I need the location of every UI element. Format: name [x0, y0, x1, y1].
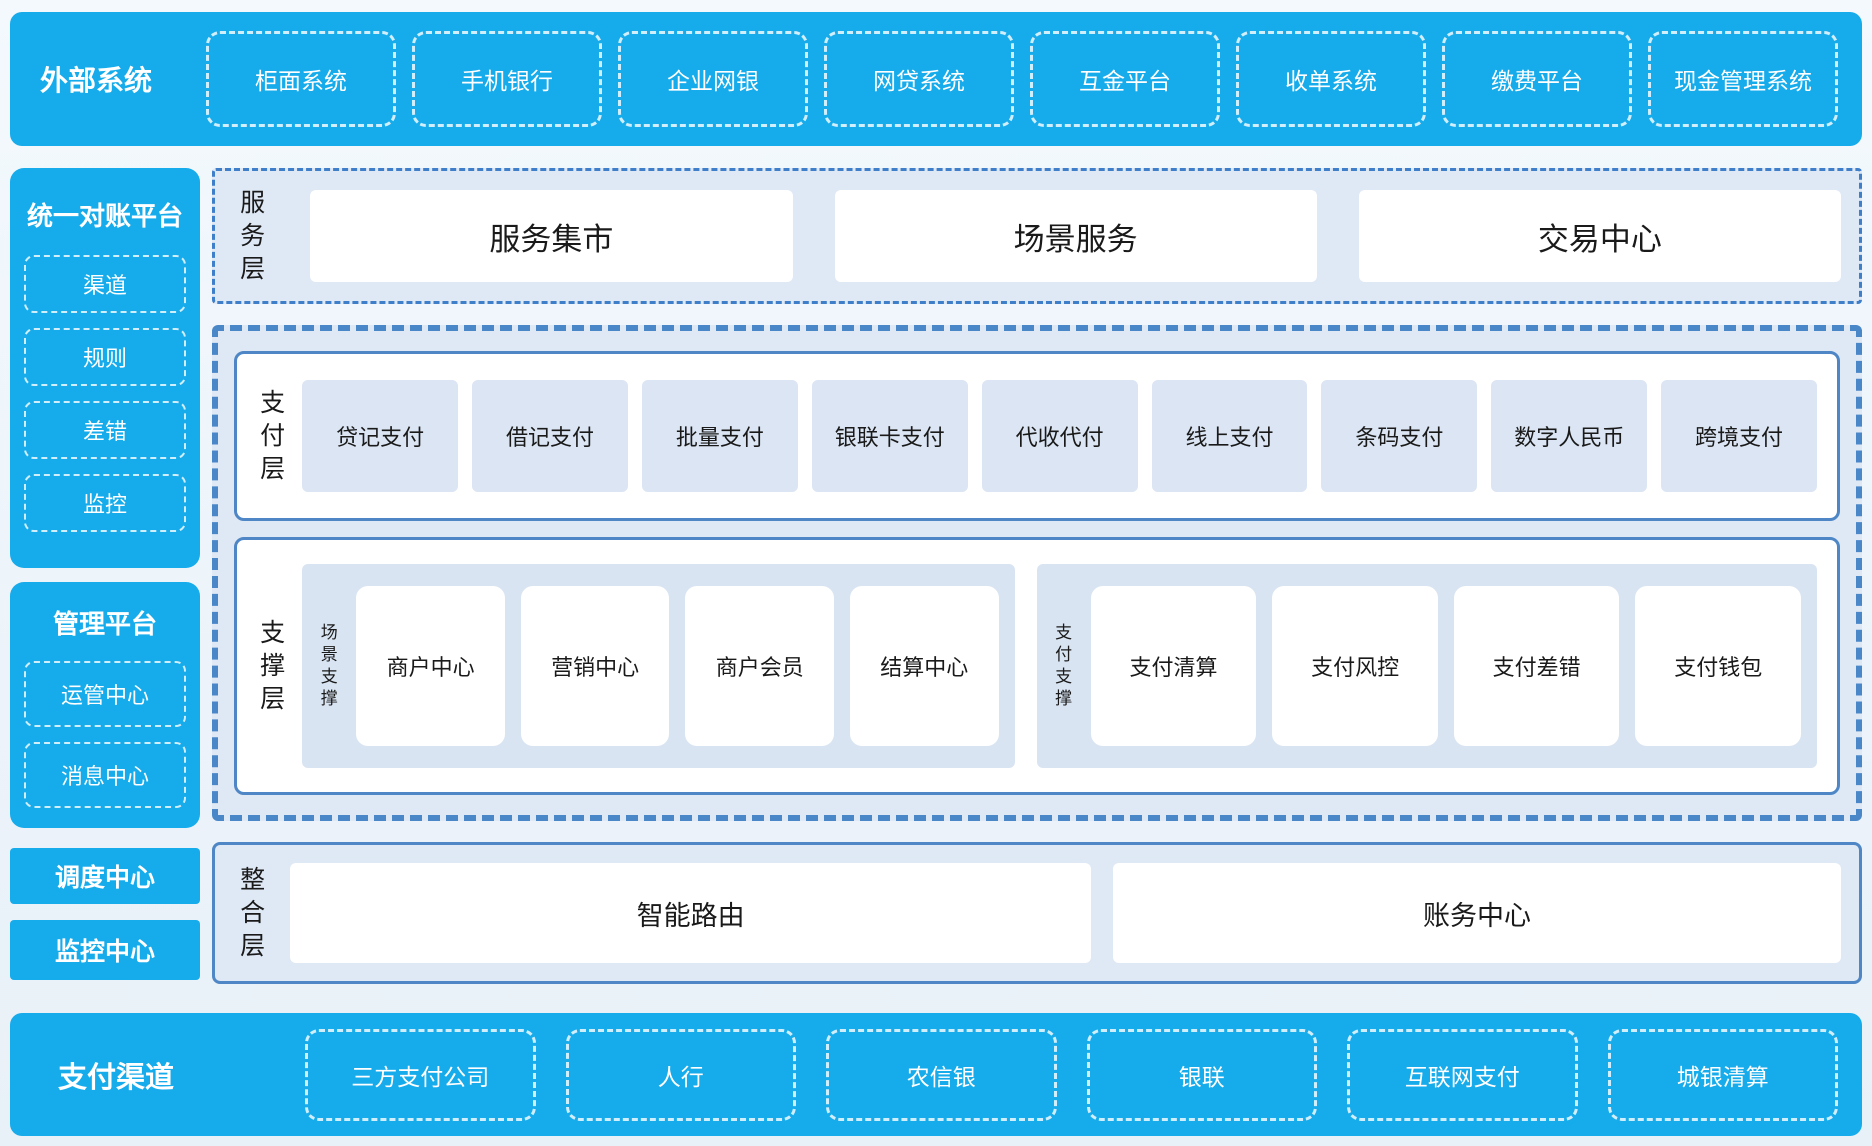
payment-layer-panel: 支付层 贷记支付 借记支付 批量支付 银联卡支付 代收代付 线上支付 条码支付 …	[234, 351, 1840, 521]
core-dashed-container: 支付层 贷记支付 借记支付 批量支付 银联卡支付 代收代付 线上支付 条码支付 …	[212, 325, 1862, 821]
payment-items-row: 贷记支付 借记支付 批量支付 银联卡支付 代收代付 线上支付 条码支付 数字人民…	[302, 380, 1817, 492]
reconcile-platform-title: 统一对账平台	[26, 201, 183, 231]
dispatch-center-block: 调度中心	[10, 848, 200, 904]
reconcile-item: 渠道	[24, 255, 186, 313]
support-box: 商户会员	[685, 586, 835, 746]
payment-item: 贷记支付	[302, 380, 459, 492]
integration-box: 账务中心	[1113, 863, 1841, 963]
payment-support-label: 支付支撑	[1055, 622, 1073, 709]
service-box: 服务集市	[310, 190, 793, 282]
integration-layer-label: 整合层	[240, 865, 266, 960]
payment-channels-bar: 支付渠道 三方支付公司 人行 农信银 银联 互联网支付 城银清算	[10, 1013, 1862, 1136]
external-system-item: 网贷系统	[824, 31, 1014, 127]
service-box: 交易中心	[1358, 190, 1841, 282]
support-box: 支付风控	[1272, 586, 1438, 746]
payment-item: 线上支付	[1151, 380, 1308, 492]
reconcile-item: 规则	[24, 328, 186, 386]
payment-support-group: 支付支撑 支付清算 支付风控 支付差错 支付钱包	[1036, 564, 1817, 768]
service-layer-label: 服务层	[240, 188, 266, 283]
external-systems-bar: 外部系统 柜面系统 手机银行 企业网银 网贷系统 互金平台 收单系统 缴费平台 …	[10, 12, 1862, 146]
reconcile-item: 差错	[24, 401, 186, 459]
external-system-item: 企业网银	[618, 31, 808, 127]
service-layer-panel: 服务层 服务集市 场景服务 交易中心	[212, 168, 1862, 304]
integration-layer-panel: 整合层 智能路由 账务中心	[212, 842, 1862, 984]
management-item: 消息中心	[24, 742, 186, 808]
external-system-item: 柜面系统	[206, 31, 396, 127]
payment-channels-label: 支付渠道	[58, 1061, 175, 1094]
support-box: 营销中心	[520, 586, 670, 746]
support-layer-label: 支撑层	[260, 618, 286, 713]
integration-box: 智能路由	[290, 863, 1092, 963]
external-system-item: 互金平台	[1030, 31, 1220, 127]
reconcile-platform-panel: 统一对账平台 渠道 规则 差错 监控	[10, 168, 200, 568]
service-box: 场景服务	[834, 190, 1317, 282]
management-platform-title: 管理平台	[52, 609, 157, 639]
payment-item: 借记支付	[472, 380, 628, 492]
payment-channel-item: 城银清算	[1607, 1028, 1838, 1121]
payment-channel-item: 农信银	[826, 1028, 1057, 1121]
payment-item: 银联卡支付	[811, 380, 968, 492]
main-column: 服务层 服务集市 场景服务 交易中心 支付层 贷记支付 借记支付 批量支付 银联…	[212, 168, 1862, 989]
management-platform-panel: 管理平台 运管中心 消息中心	[10, 582, 200, 828]
payment-layer-label: 支付层	[260, 388, 286, 483]
reconcile-item: 监控	[24, 474, 186, 532]
scene-support-label: 场景支撑	[320, 622, 338, 709]
payment-item: 代收代付	[981, 380, 1138, 492]
external-system-item: 收单系统	[1236, 31, 1426, 127]
payment-item: 跨境支付	[1661, 380, 1817, 492]
support-box: 支付清算	[1090, 586, 1257, 746]
external-systems-label: 外部系统	[40, 65, 153, 96]
payment-item: 数字人民币	[1491, 380, 1648, 492]
middle-region: 统一对账平台 渠道 规则 差错 监控 管理平台 运管中心 消息中心 调度中心 监…	[10, 168, 1862, 989]
payment-item: 条码支付	[1321, 380, 1478, 492]
external-system-item: 手机银行	[412, 31, 602, 127]
management-item: 运管中心	[24, 661, 186, 727]
left-sidebar: 统一对账平台 渠道 规则 差错 监控 管理平台 运管中心 消息中心 调度中心 监…	[10, 168, 200, 989]
external-system-item: 现金管理系统	[1648, 31, 1838, 127]
support-box: 支付钱包	[1635, 586, 1802, 746]
payment-item: 批量支付	[641, 380, 798, 492]
support-groups-row: 场景支撑 商户中心 营销中心 商户会员 结算中心 支付支撑 支付清算 支付风控 …	[302, 564, 1817, 768]
support-box: 商户中心	[356, 586, 505, 746]
monitor-center-block: 监控中心	[10, 920, 200, 980]
payment-channel-item: 三方支付公司	[305, 1028, 536, 1121]
support-box: 支付差错	[1453, 586, 1620, 746]
support-layer-panel: 支撑层 场景支撑 商户中心 营销中心 商户会员 结算中心 支付支撑 支付清算	[234, 537, 1840, 795]
payment-channel-item: 互联网支付	[1347, 1028, 1578, 1121]
payment-channel-item: 银联	[1086, 1028, 1317, 1121]
external-system-item: 缴费平台	[1442, 31, 1632, 127]
scene-support-group: 场景支撑 商户中心 营销中心 商户会员 结算中心	[302, 564, 1015, 768]
support-box: 结算中心	[850, 586, 999, 746]
payment-channel-item: 人行	[565, 1028, 796, 1121]
